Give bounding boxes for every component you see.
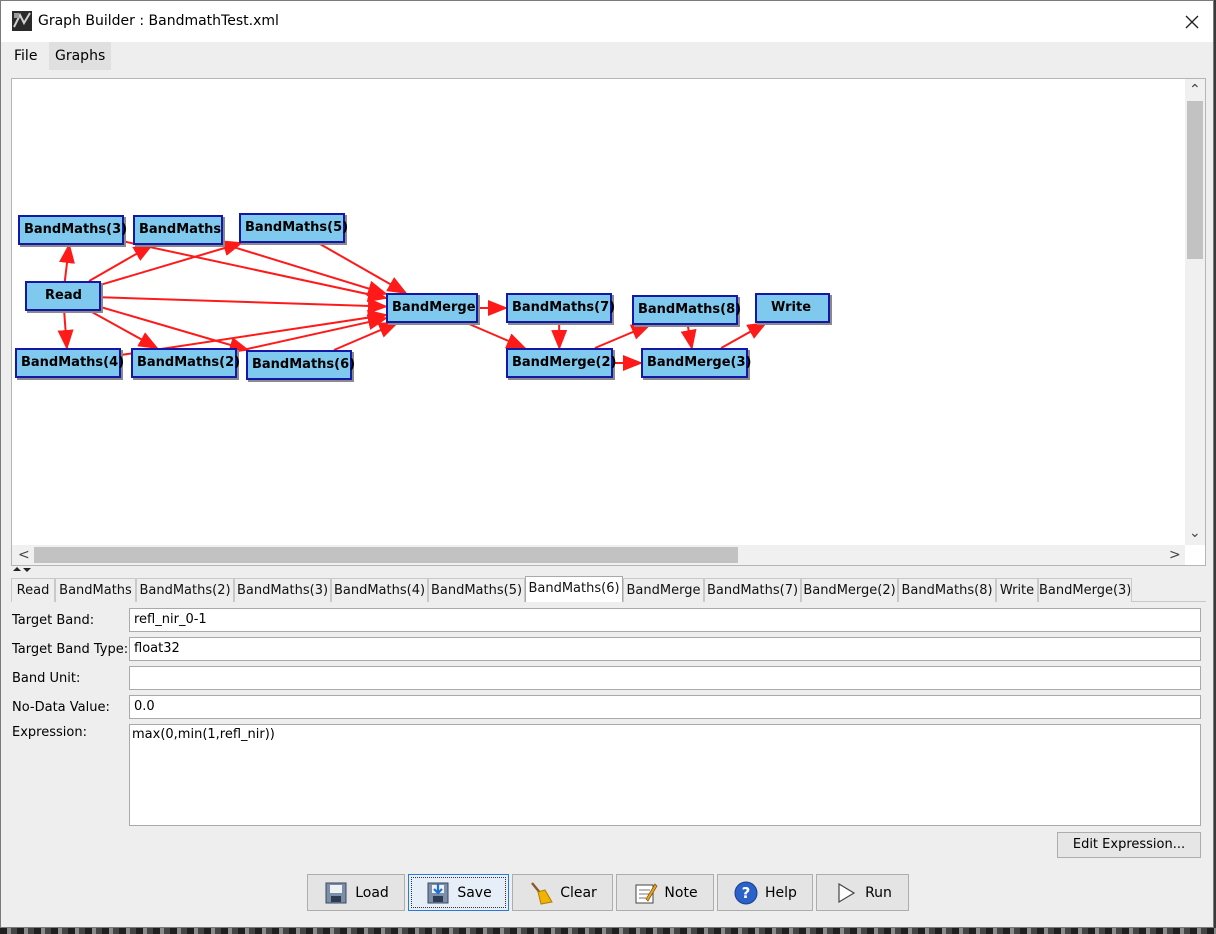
- band-unit-input[interactable]: [129, 666, 1201, 690]
- tab-bandmaths2[interactable]: BandMaths(2): [136, 578, 234, 602]
- app-icon: [12, 11, 32, 31]
- node-bandmerge-2[interactable]: BandMerge(2): [506, 348, 616, 378]
- node-bandmaths-5[interactable]: BandMaths(5): [239, 213, 348, 243]
- node-read[interactable]: Read: [25, 281, 101, 311]
- desktop-background: [0, 928, 1216, 934]
- help-button-label: Help: [765, 884, 797, 901]
- graph-edges: [57, 240, 768, 371]
- edge-bandmerge3-to-write: [720, 322, 768, 349]
- tab-bandmerge[interactable]: BandMerge: [623, 578, 704, 602]
- save-button[interactable]: Save: [408, 874, 509, 911]
- node-bandmerge[interactable]: BandMerge: [386, 293, 478, 323]
- expression-textarea[interactable]: max(0,min(1,refl_nir)): [129, 724, 1201, 826]
- broom-icon: [531, 881, 553, 905]
- edge-read-to-bandmaths2: [89, 310, 159, 349]
- clear-button[interactable]: Clear: [512, 874, 613, 911]
- scroll-down-icon[interactable]: ⌄: [1189, 525, 1201, 541]
- expression-label: Expression:: [12, 725, 87, 740]
- note-button[interactable]: Note: [616, 874, 714, 911]
- edge-bandmaths5-to-bandmerge: [317, 242, 408, 294]
- edge-bandmaths2-to-bandmerge: [236, 314, 388, 353]
- close-button[interactable]: [1169, 1, 1213, 42]
- node-write[interactable]: Write: [755, 293, 830, 323]
- menu-graphs[interactable]: Graphs: [49, 42, 112, 70]
- save-button-label: Save: [457, 884, 492, 901]
- node-bandmaths-4[interactable]: BandMaths(4): [15, 348, 124, 378]
- load-icon: [325, 882, 347, 903]
- node-bandmerge-3[interactable]: BandMerge(3): [641, 348, 751, 378]
- node-bandmaths-3[interactable]: BandMaths(3): [18, 215, 127, 245]
- node-bandmaths-2[interactable]: BandMaths(2): [131, 348, 240, 378]
- tab-write[interactable]: Write: [996, 578, 1038, 602]
- load-button[interactable]: Load: [307, 874, 405, 911]
- band-unit-label: Band Unit:: [12, 671, 81, 686]
- run-button-label: Run: [865, 884, 892, 901]
- note-button-label: Note: [664, 884, 698, 901]
- horizontal-scrollbar[interactable]: < >: [12, 545, 1185, 565]
- scroll-left-icon[interactable]: <: [18, 547, 30, 563]
- edge-read-to-bandmaths5: [100, 240, 244, 286]
- edge-bandmaths-to-bandmerge: [222, 242, 388, 297]
- tab-bandmaths5[interactable]: BandMaths(5): [428, 578, 525, 602]
- scroll-right-icon[interactable]: >: [1169, 547, 1181, 563]
- target-band-label: Target Band:: [12, 613, 95, 628]
- edge-bandmaths8-to-bandmerge3: [680, 324, 697, 350]
- load-button-label: Load: [355, 884, 389, 901]
- edge-bandmaths3-to-bandmerge: [123, 240, 388, 303]
- menu-bar: File Graphs: [1, 42, 1213, 70]
- tab-bandmaths[interactable]: BandMaths: [55, 578, 136, 602]
- tab-read[interactable]: Read: [11, 578, 55, 602]
- edge-bandmerge-to-bandmerge2: [466, 322, 527, 349]
- splitter-arrows-icon[interactable]: [11, 566, 35, 574]
- target-band-type-label: Target Band Type:: [12, 642, 129, 657]
- edge-read-to-bandmerge: [100, 296, 388, 314]
- help-button[interactable]: ? Help: [717, 874, 813, 911]
- edge-read-to-bandmaths6: [100, 306, 250, 353]
- no-data-value-input[interactable]: 0.0: [129, 695, 1201, 719]
- tab-bandmaths8[interactable]: BandMaths(8): [898, 578, 996, 602]
- help-icon: ?: [734, 881, 758, 904]
- play-icon: [838, 882, 856, 903]
- edit-expression-button[interactable]: Edit Expression...: [1057, 832, 1201, 858]
- vertical-scroll-thumb[interactable]: [1187, 101, 1203, 259]
- clear-button-label: Clear: [560, 884, 597, 901]
- tab-bandmerge3[interactable]: BandMerge(3): [1038, 578, 1132, 602]
- target-band-type-input[interactable]: float32: [129, 637, 1201, 661]
- title-bar: Graph Builder : BandmathTest.xml: [1, 1, 1213, 42]
- split-pane-divider[interactable]: [1, 566, 1213, 574]
- graph-canvas[interactable]: BandMaths(3) BandMaths BandMaths(5) Read…: [11, 78, 1206, 566]
- node-bandmaths-7[interactable]: BandMaths(7): [506, 293, 615, 323]
- node-bandmaths-6[interactable]: BandMaths(6): [246, 350, 355, 380]
- tab-bandmerge2[interactable]: BandMerge(2): [801, 578, 898, 602]
- edge-read-to-bandmaths4: [57, 310, 74, 350]
- scroll-up-icon[interactable]: ⌃: [1189, 82, 1201, 98]
- note-icon: [635, 882, 658, 903]
- edge-bandmaths6-to-bandmerge: [333, 322, 399, 351]
- save-icon: [427, 882, 449, 903]
- run-button[interactable]: Run: [816, 874, 909, 911]
- edge-read-to-bandmaths3: [59, 243, 75, 282]
- window-title: Graph Builder : BandmathTest.xml: [38, 13, 279, 29]
- target-band-input[interactable]: refl_nir_0-1: [129, 608, 1201, 632]
- tab-bandmaths6[interactable]: BandMaths(6): [525, 576, 623, 603]
- node-properties-form: Target Band: refl_nir_0-1 Target Band Ty…: [11, 602, 1206, 860]
- node-bandmaths-8[interactable]: BandMaths(8): [632, 295, 741, 325]
- vertical-scrollbar[interactable]: ⌃ ⌄: [1185, 79, 1205, 545]
- tab-bandmaths3[interactable]: BandMaths(3): [234, 578, 331, 602]
- no-data-value-label: No-Data Value:: [12, 700, 110, 715]
- close-icon: [1185, 15, 1199, 28]
- edge-read-to-bandmaths: [88, 244, 154, 282]
- horizontal-scroll-thumb[interactable]: [34, 547, 738, 563]
- menu-file[interactable]: File: [14, 48, 38, 64]
- tab-bandmaths4[interactable]: BandMaths(4): [331, 578, 428, 602]
- node-bandmaths[interactable]: BandMaths: [133, 215, 223, 245]
- edge-bandmerge2-to-bandmaths8: [594, 324, 652, 349]
- tab-bandmaths7[interactable]: BandMaths(7): [704, 578, 801, 602]
- svg-text:?: ?: [742, 884, 751, 902]
